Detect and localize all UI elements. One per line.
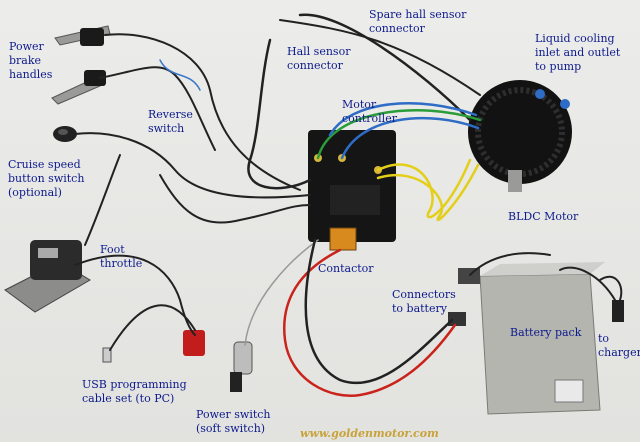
foot-throttle [4,240,91,313]
power-switch [230,341,253,392]
motor-controller-label: Motor controller [342,98,397,125]
connectors-battery-label: Connectors to battery [392,288,456,315]
watermark: www.goldenmotor.com [300,427,439,440]
hall-sensor-label: Hall sensor connector [287,45,351,72]
bldc-motor-unit [468,80,572,192]
foot-throttle-label: Foot throttle [100,243,143,270]
usb-plug [102,330,205,363]
spare-hall-sensor-label: Spare hall sensor connector [369,8,467,35]
bldc-motor-label: BLDC Motor [508,210,579,223]
reverse-switch-label: Reverse switch [148,108,193,135]
battery-pack-unit [479,262,605,415]
charger-plug [612,300,624,322]
brake-handles [51,25,111,105]
power-brake-handles-label: Power brake handles [9,40,53,81]
power-switch-label: Power switch (soft switch) [196,408,271,435]
wiring [74,13,623,397]
contactor-label: Contactor [318,262,374,275]
motor-controller-unit [308,130,396,242]
cruise-button [53,126,77,142]
liquid-cooling-label: Liquid cooling inlet and outlet to pump [535,32,621,73]
contactor-unit [329,227,357,251]
to-charger-label: to charger [598,332,640,359]
battery-pack-label: Battery pack [510,326,582,339]
usb-cable-label: USB programming cable set (to PC) [82,378,187,405]
cruise-speed-label: Cruise speed button switch (optional) [8,158,85,199]
